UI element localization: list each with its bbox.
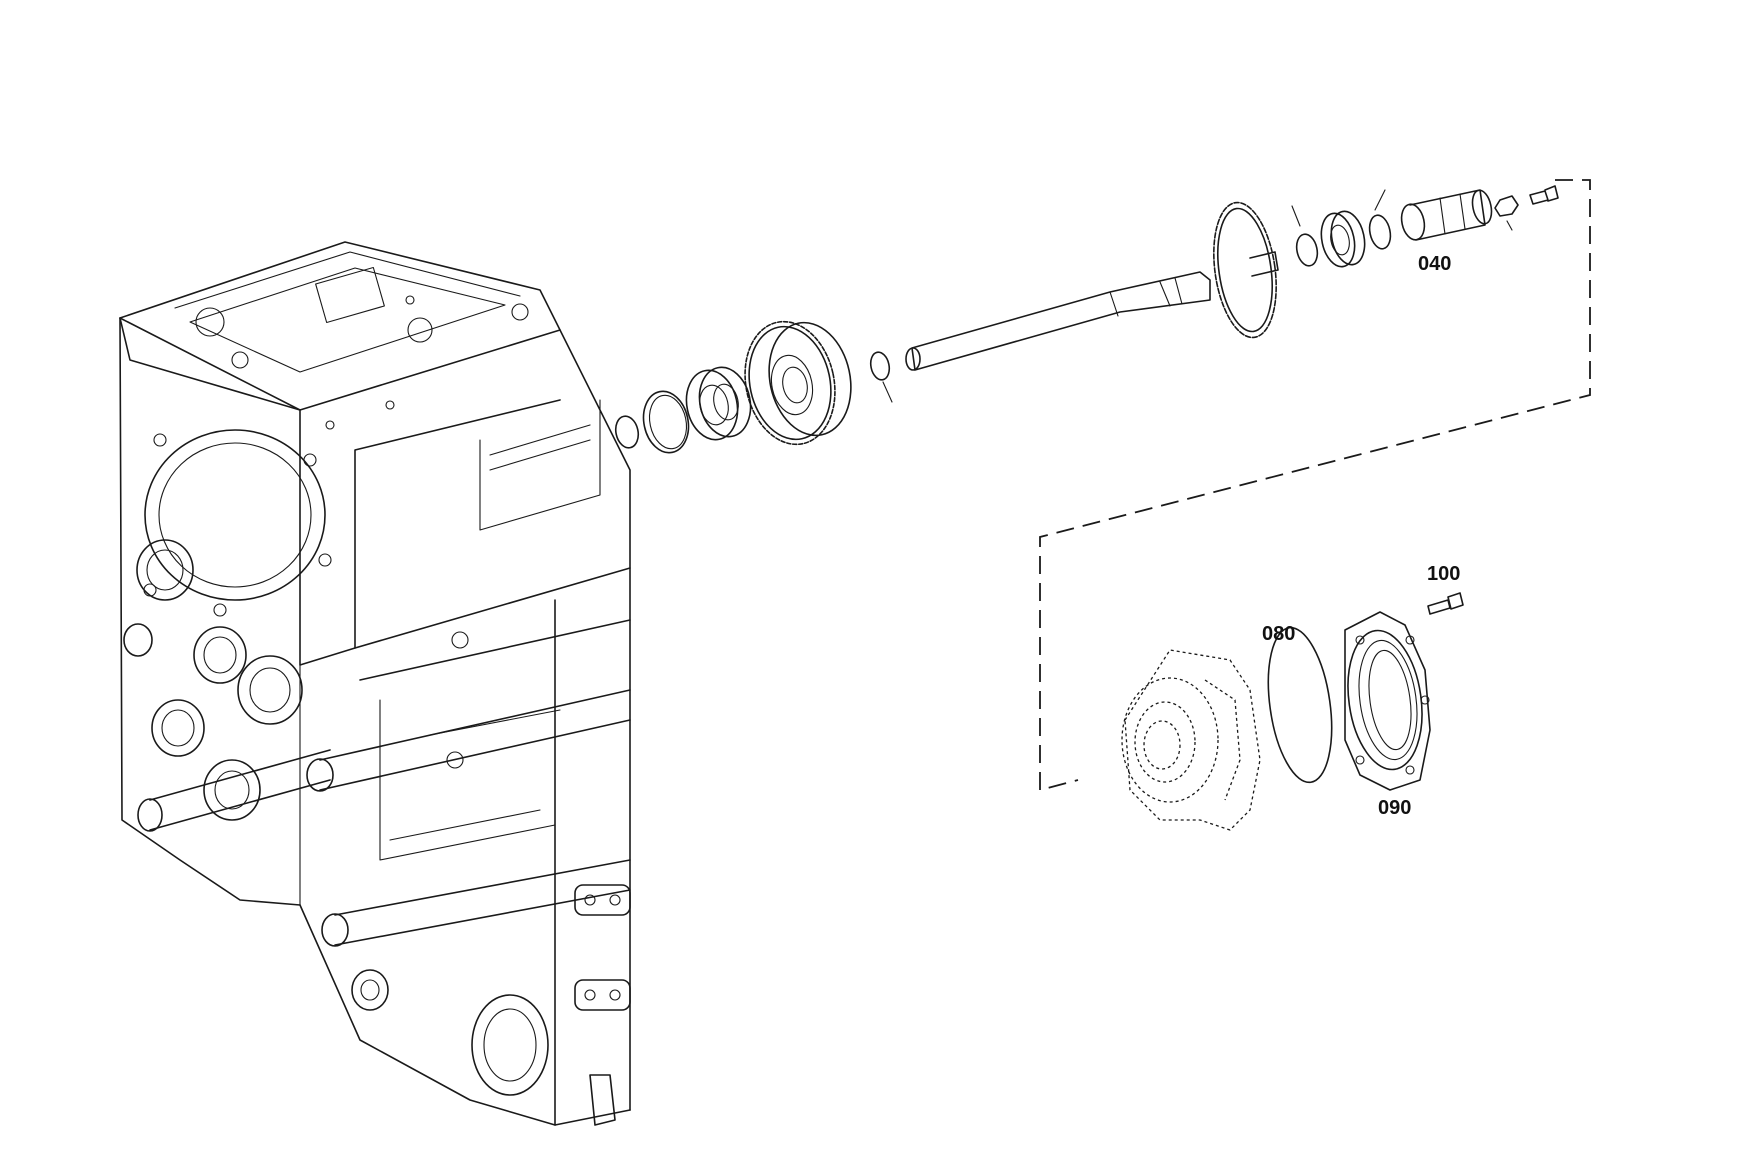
callout-040: 040 xyxy=(1418,253,1451,275)
callout-090: 090 xyxy=(1378,797,1411,819)
snap-ring xyxy=(614,415,640,449)
drive-housing-phantom xyxy=(1121,649,1261,831)
nut xyxy=(1494,195,1519,231)
sleeve-part-040 xyxy=(1400,189,1493,241)
bearing xyxy=(685,366,752,441)
callout-100: 100 xyxy=(1427,563,1460,585)
screw-small xyxy=(1529,185,1559,205)
spur-gear xyxy=(744,320,852,446)
o-ring-080 xyxy=(1267,626,1333,784)
transmission-housing xyxy=(119,241,631,1126)
bolt-100 xyxy=(1427,592,1464,615)
output-shaft xyxy=(905,201,1279,371)
callout-080: 080 xyxy=(1262,623,1295,645)
snap-ring-2 xyxy=(1291,205,1319,267)
shim-ring xyxy=(642,390,690,454)
dashed-group-outline xyxy=(1039,179,1591,792)
shim-ring-2 xyxy=(1368,189,1392,250)
bearing-2 xyxy=(1320,210,1366,268)
cover-090 xyxy=(1344,611,1431,791)
retaining-ring xyxy=(869,351,893,403)
